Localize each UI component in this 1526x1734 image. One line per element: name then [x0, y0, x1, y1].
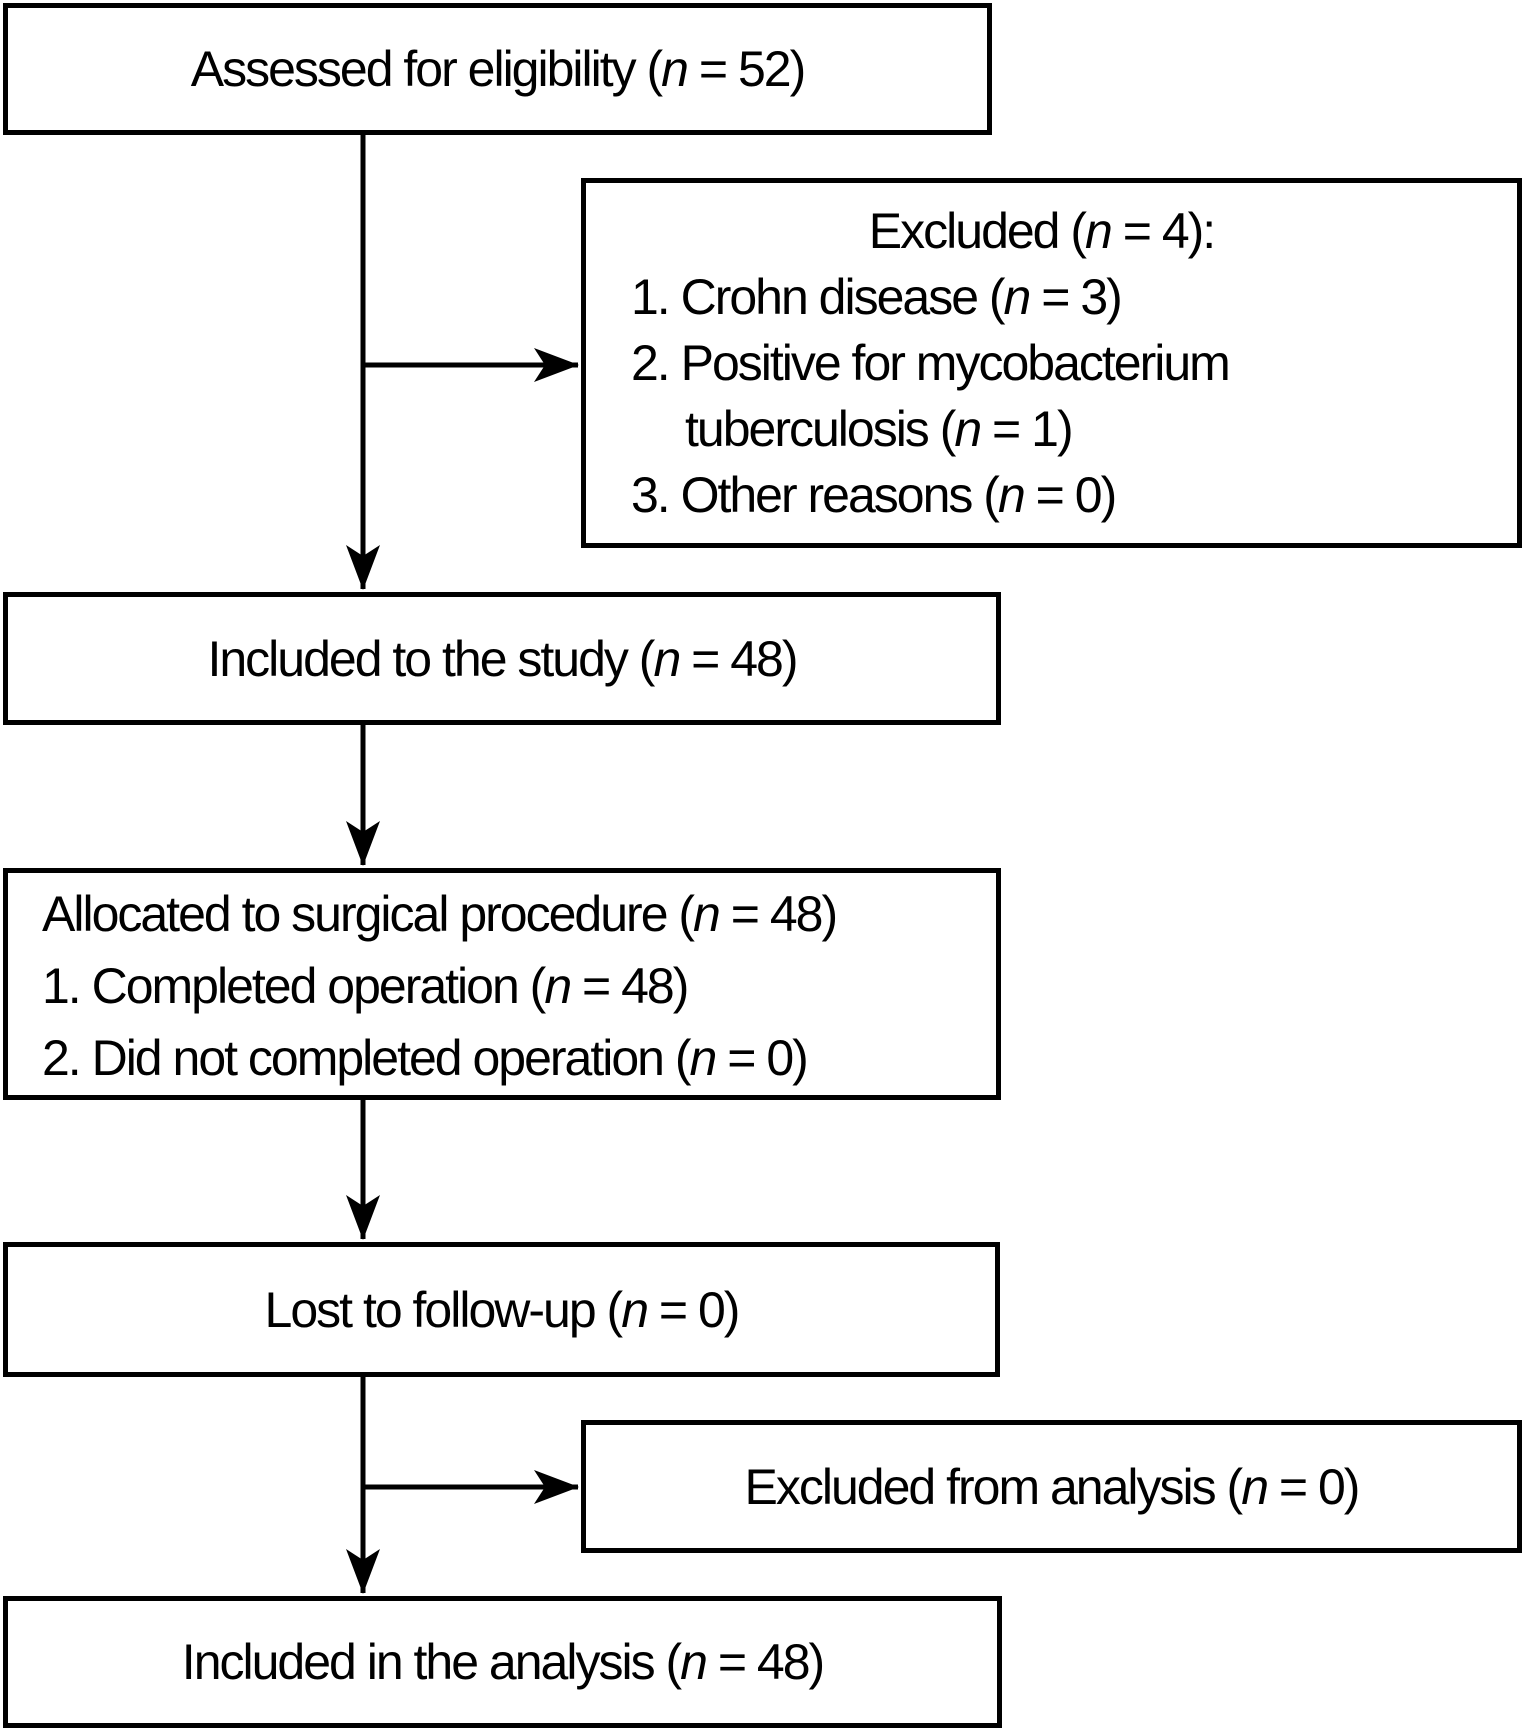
- box-included-study-label: Included to the study (n = 48): [207, 630, 798, 687]
- box-excluded-item: 1. Crohn disease (n = 3): [631, 269, 1123, 325]
- box-excluded: Excluded (n = 4): 1. Crohn disease (n = …: [581, 178, 1522, 548]
- box-excluded-item: 2. Positive for mycobacterium tuberculos…: [631, 335, 1231, 457]
- box-allocated-procedure: Allocated to surgical procedure (n = 48)…: [3, 868, 1001, 1100]
- box-allocated-item: 2. Did not completed operation (n = 0): [42, 1030, 809, 1086]
- box-excluded-item: 3. Other reasons (n = 0): [631, 467, 1117, 523]
- box-lost-followup-label: Lost to follow-up (n = 0): [264, 1281, 741, 1338]
- box-lost-followup: Lost to follow-up (n = 0): [3, 1242, 1000, 1377]
- box-assessed-label: Assessed for eligibility (n = 52): [190, 41, 806, 97]
- box-included-analysis-label: Included in the analysis (n = 48): [181, 1634, 825, 1690]
- box-allocated-item: 1. Completed operation (n = 48): [42, 958, 689, 1014]
- box-included-study: Included to the study (n = 48): [3, 592, 1001, 725]
- box-excluded-analysis: Excluded from analysis (n = 0): [581, 1420, 1522, 1553]
- box-excluded-title: Excluded (n = 4):: [868, 203, 1216, 259]
- box-allocated-title: Allocated to surgical procedure (n = 48): [42, 886, 838, 942]
- box-excluded-analysis-label: Excluded from analysis (n = 0): [744, 1458, 1361, 1515]
- box-included-analysis: Included in the analysis (n = 48): [3, 1596, 1002, 1728]
- box-assessed-eligibility: Assessed for eligibility (n = 52): [3, 3, 992, 135]
